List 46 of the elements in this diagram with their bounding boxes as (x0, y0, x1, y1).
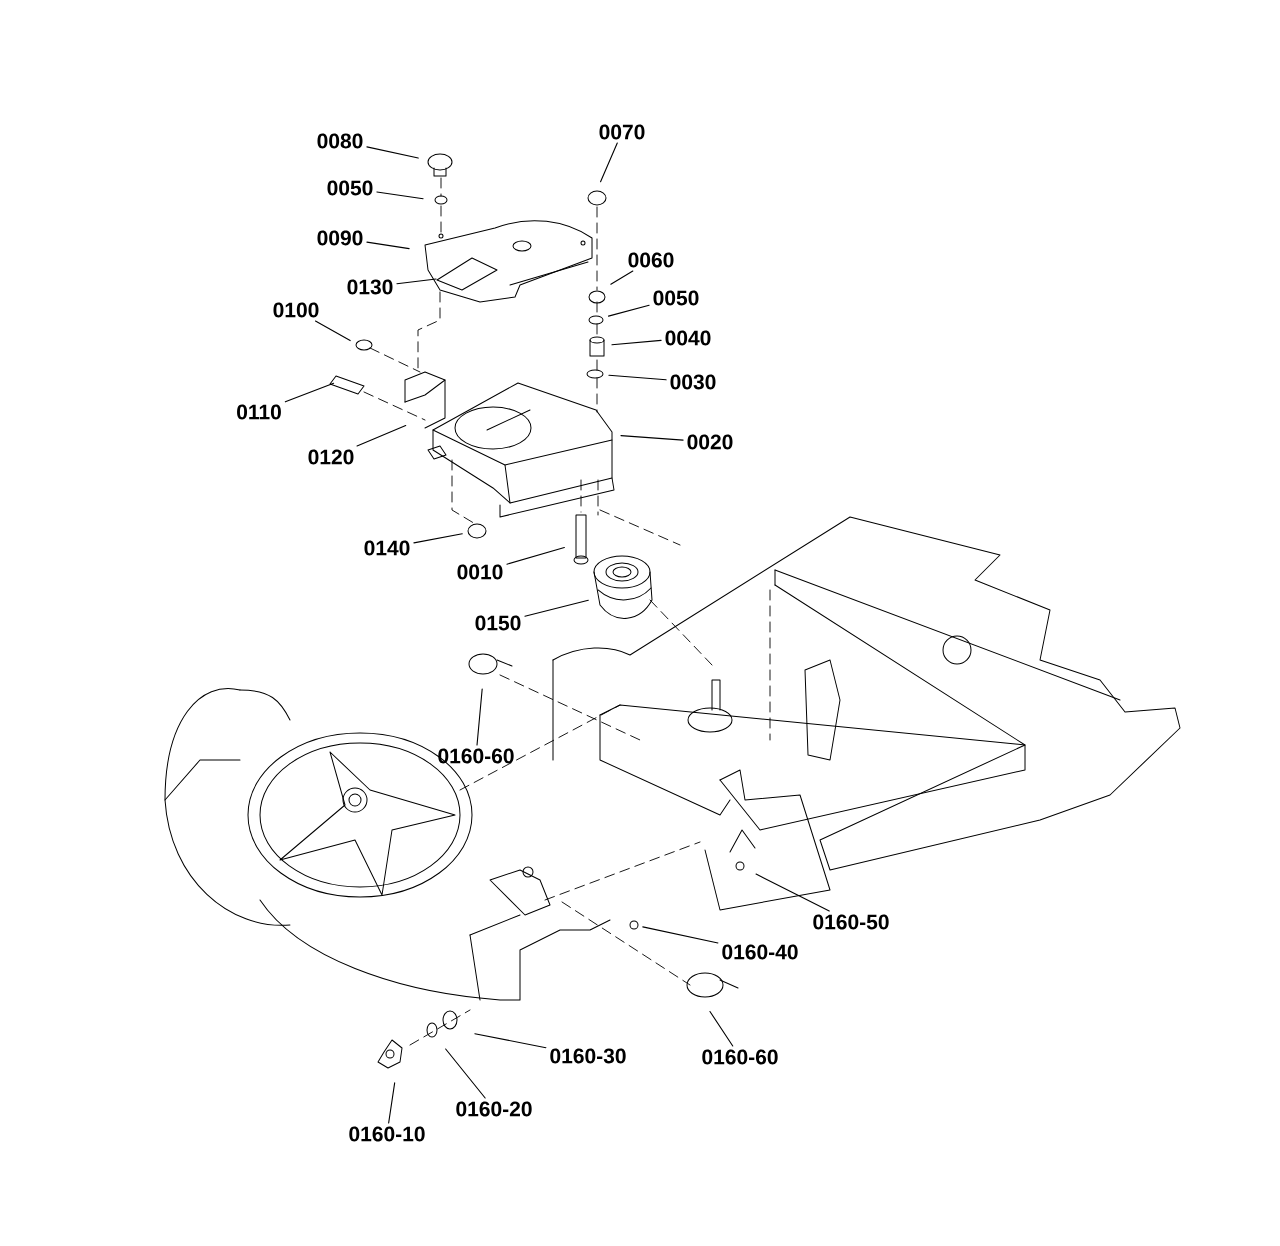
leader-line (755, 873, 830, 912)
leader-line (611, 339, 662, 346)
leader-line (413, 533, 463, 544)
callout-number: 0020 (687, 434, 733, 450)
leader-line (620, 435, 684, 441)
callout-number: 0160-50 (813, 914, 889, 930)
callout-number: 0100 (273, 302, 319, 318)
leader-line (476, 688, 483, 746)
callout-number: 0110 (237, 404, 281, 420)
callout-number: 0050 (653, 290, 699, 306)
leader-line (506, 546, 565, 565)
leader-line (366, 146, 419, 159)
callout-number: 0090 (317, 230, 363, 246)
callout-number: 0160-60 (702, 1049, 778, 1065)
callout-number: 0080 (317, 133, 363, 149)
callout-number: 0060 (628, 252, 674, 268)
leader-line (388, 1082, 396, 1124)
leader-line (610, 270, 634, 285)
callout-number: 0160-40 (722, 944, 798, 960)
callout-number: 0130 (347, 279, 393, 295)
leader-line (445, 1048, 486, 1099)
leader-line (474, 1033, 547, 1049)
leader-line (608, 374, 667, 381)
callout-number: 0140 (364, 540, 410, 556)
callout-number: 0160-30 (550, 1048, 626, 1064)
leader-line (642, 926, 719, 944)
callout-number: 0010 (457, 564, 503, 580)
callout-number: 0160-60 (438, 748, 514, 764)
callout-number: 0160-20 (456, 1101, 532, 1117)
leader-line (607, 304, 650, 317)
callout-number: 0150 (475, 615, 521, 631)
leader-line (709, 1010, 734, 1047)
leader-line (366, 241, 410, 250)
callout-number: 0030 (670, 374, 716, 390)
leader-line (356, 424, 407, 447)
callout-number: 0050 (327, 180, 373, 196)
leader-line (376, 191, 424, 200)
callout-number: 0040 (665, 330, 711, 346)
leader-line (524, 599, 589, 617)
callout-number: 0070 (599, 124, 645, 140)
callout-number: 0160-10 (349, 1126, 425, 1142)
leader-line (600, 142, 618, 183)
leader-line (396, 278, 437, 285)
callout-number: 0120 (308, 449, 354, 465)
leader-line (314, 320, 351, 342)
leader-line (284, 382, 335, 403)
